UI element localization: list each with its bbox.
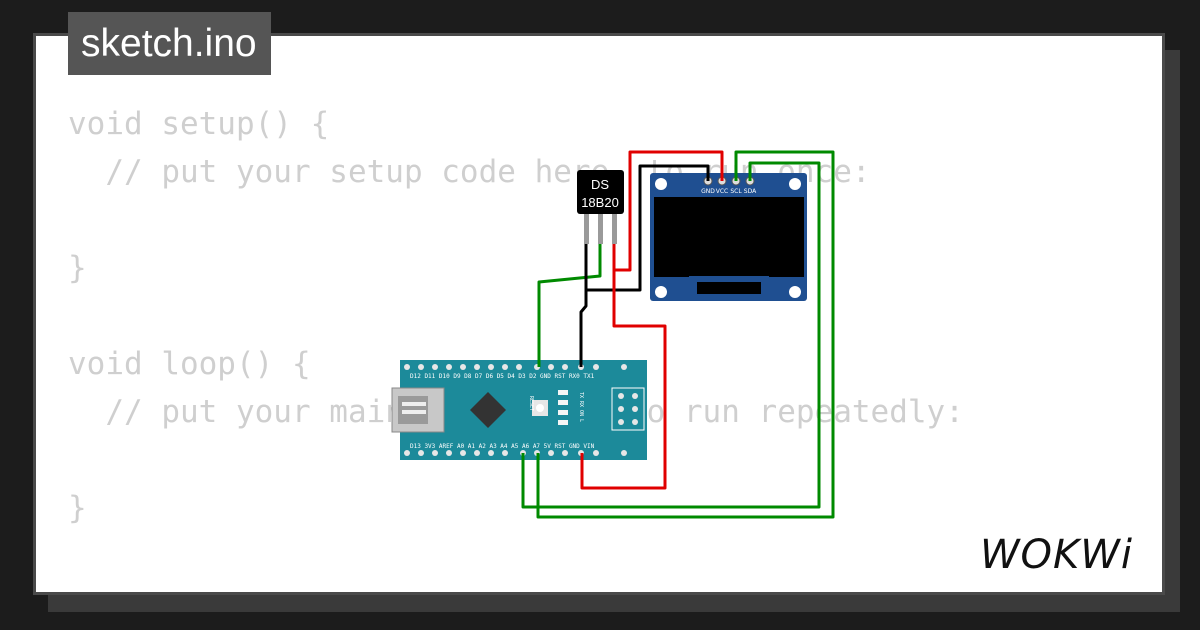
file-tab[interactable]: sketch.ino xyxy=(68,12,271,75)
led-labels: TX RX ON L xyxy=(578,392,584,422)
oled-display[interactable]: GND VCC SCL SDA xyxy=(650,173,807,301)
arduino-nano[interactable]: D12 D11 D10 D9 D8 D7 D6 D5 D4 D3 D2 GND … xyxy=(391,360,647,460)
wire-sensor-data[interactable] xyxy=(537,244,602,367)
oled-pin-scl: SCL xyxy=(730,188,742,195)
sensor-label-2: 18B20 xyxy=(581,195,619,210)
code-line: void setup() { xyxy=(68,106,330,142)
oled-pin-gnd: GND xyxy=(701,188,715,195)
code-line: } xyxy=(68,490,87,526)
wokwi-logo-text: WOKWi xyxy=(980,532,1133,576)
oled-pin-vcc: VCC xyxy=(716,188,728,195)
reset-label: RESET xyxy=(528,396,534,411)
project-card xyxy=(33,33,1165,595)
wire-power-5v[interactable] xyxy=(580,244,667,490)
sensor-label-1: DS xyxy=(591,177,609,192)
ds18b20-sensor[interactable]: DS 18B20 xyxy=(577,170,624,244)
wokwi-logo[interactable]: WOKWi xyxy=(978,530,1150,576)
wire-oled-sda[interactable] xyxy=(521,161,821,509)
code-line: } xyxy=(68,250,87,286)
code-line: void loop() { xyxy=(68,346,311,382)
bottom-pin-labels: D13 3V3 AREF A0 A1 A2 A3 A4 A5 A6 A7 5V … xyxy=(410,443,595,450)
status-leds xyxy=(558,390,568,425)
icsp-header xyxy=(611,387,645,431)
microcontroller-chip xyxy=(470,392,506,428)
oled-pin-sda: SDA xyxy=(744,188,757,195)
wire-oled-gnd[interactable] xyxy=(584,164,710,292)
reset-button[interactable] xyxy=(532,400,548,416)
top-pin-labels: D12 D11 D10 D9 D8 D7 D6 D5 D4 D3 D2 GND … xyxy=(410,373,595,380)
wires[interactable] xyxy=(521,150,835,519)
usb-connector xyxy=(391,387,445,433)
